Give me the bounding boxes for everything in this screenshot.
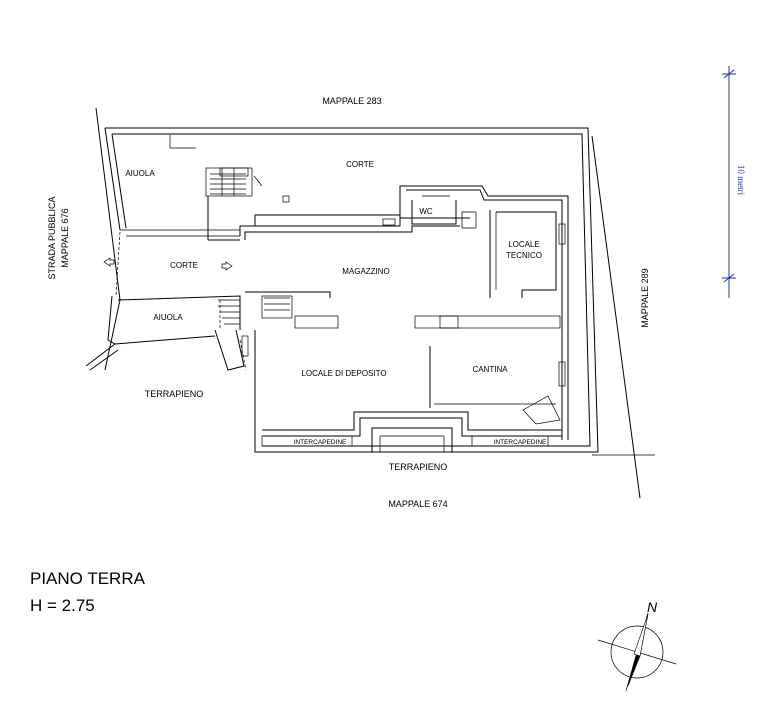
intercapedine-right-label: INTERCAPEDINE <box>494 439 547 446</box>
room-cantina: CANTINA <box>472 365 508 374</box>
room-wc: WC <box>419 207 433 216</box>
windows <box>241 195 566 387</box>
mappale-east-label: MAPPALE 289 <box>640 268 650 327</box>
room-corte-left: CORTE <box>170 261 198 270</box>
terrapieno-left-label: TERRAPIENO <box>145 389 204 399</box>
mappale-west-label: MAPPALE 676 <box>60 208 70 267</box>
room-aiuola-bottom: AIUOLA <box>153 313 183 322</box>
property-boundary <box>95 107 655 499</box>
mappale-south-label: MAPPALE 674 <box>388 499 447 509</box>
terrapieno-bottom-label: TERRAPIENO <box>389 462 448 472</box>
floor-height: H = 2.75 <box>30 596 95 615</box>
room-aiuola-top: AIUOLA <box>125 169 155 178</box>
room-locale-tecnico-2: TECNICO <box>506 251 542 260</box>
floor-title: PIANO TERRA <box>30 569 146 588</box>
arrows <box>103 257 233 271</box>
room-locale-tecnico-1: LOCALE <box>508 240 540 249</box>
outer-walls <box>85 127 599 453</box>
doors <box>115 175 561 425</box>
compass-icon: N <box>597 599 677 692</box>
strada-pubblica-label: STRADA PUBBLICA <box>47 196 57 279</box>
room-corte-top: CORTE <box>346 160 374 169</box>
compass-north-letter: N <box>647 599 658 615</box>
room-magazzino: MAGAZZINO <box>342 267 390 276</box>
mappale-north-label: MAPPALE 283 <box>322 96 381 106</box>
scale-bar-label: 10 metri <box>736 165 746 196</box>
interior-walls <box>205 167 569 452</box>
scale-bar: 10 metri <box>722 66 746 298</box>
room-locale-deposito: LOCALE DI DEPOSITO <box>301 369 386 378</box>
intercapedine-left-label: INTERCAPEDINE <box>294 439 347 446</box>
stairs-top <box>210 168 246 196</box>
stairs-bottom <box>214 297 290 371</box>
